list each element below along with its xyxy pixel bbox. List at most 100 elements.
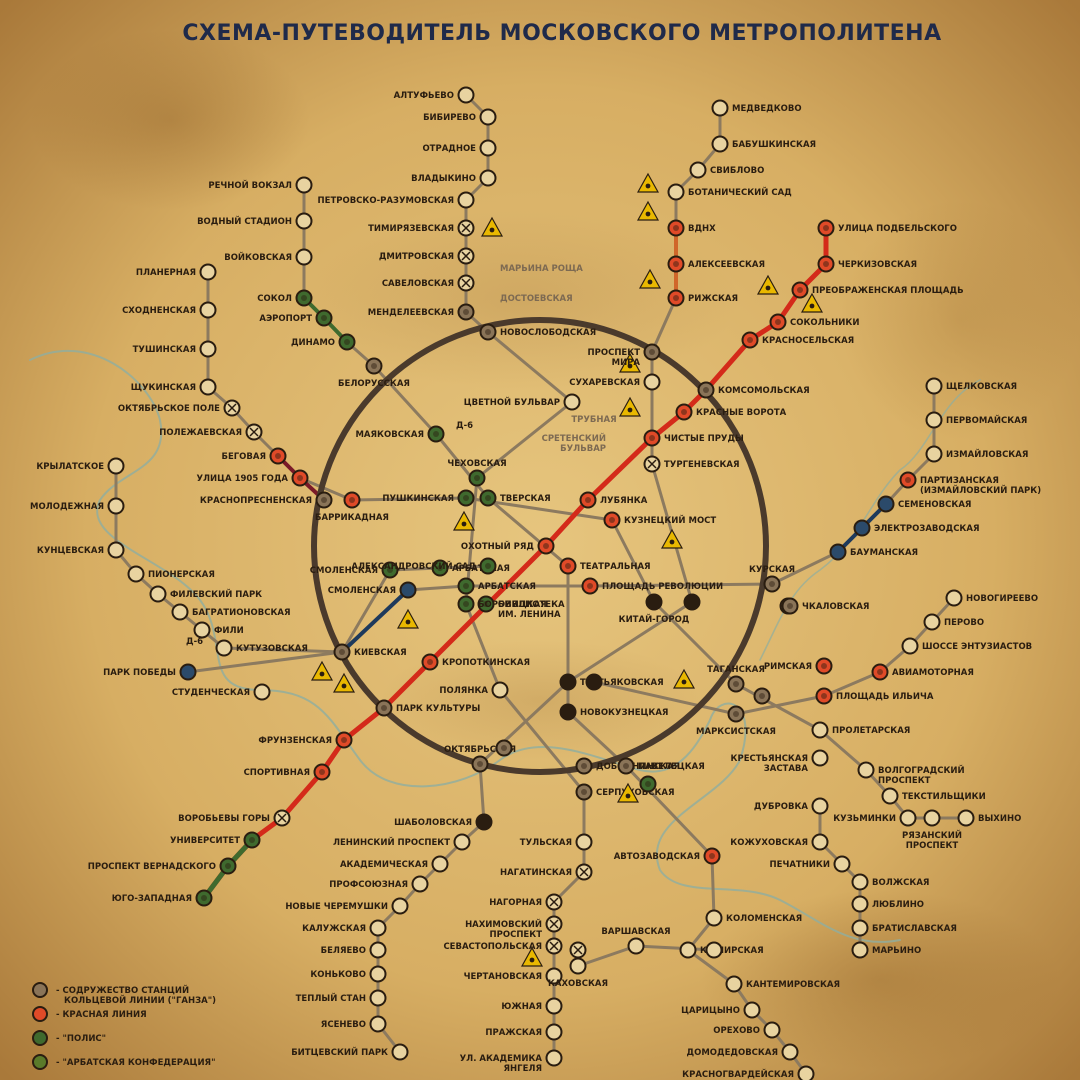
station-medvedkovo[interactable]: МЕДВЕДКОВО (711, 99, 802, 117)
station-tretyakov[interactable]: ТРЕТЬЯКОВСКАЯ (559, 673, 664, 691)
station-park_kult[interactable]: ПАРК КУЛЬТУРЫ (375, 699, 481, 717)
station-sokol[interactable]: СОКОЛ (257, 289, 313, 307)
station-universitet[interactable]: УНИВЕРСИТЕТ (170, 831, 261, 849)
station-otradnoe[interactable]: ОТРАДНОЕ (422, 139, 497, 157)
station-pl_ilyicha[interactable]: ПЛОЩАДЬ ИЛЬИЧА (815, 687, 934, 705)
station-timiryazev[interactable]: ТИМИРЯЗЕВСКАЯ (368, 219, 475, 237)
station-shchukinsk[interactable]: ЩУКИНСКАЯ (131, 378, 217, 396)
station-mendeleev[interactable]: МЕНДЕЛЕЕВСКАЯ (368, 303, 475, 321)
station-mayakovsk[interactable]: МАЯКОВСКАЯ (355, 425, 445, 443)
station-krasnopres[interactable]: КРАСНОПРЕСНЕНСКАЯ (200, 491, 333, 509)
station-varshav[interactable]: ВАРШАВСКАЯ (601, 927, 671, 955)
station-lubyanka[interactable]: ЛУБЯНКА (579, 491, 648, 509)
station-nakhimov[interactable]: НАХИМОВСКИЙ (465, 915, 563, 933)
station-bagration[interactable]: БАГРАТИОНОВСКАЯ (171, 603, 291, 621)
station-prospekt_mira[interactable]: ПРОСПЕКТ (588, 343, 661, 361)
station-borovitsk[interactable]: БОРОВИЦКАЯ (457, 595, 547, 613)
station-sportivn[interactable]: СПОРТИВНАЯ (244, 763, 331, 781)
station-smolensk2[interactable]: СМОЛЕНСКАЯ (328, 581, 417, 599)
station-rizhsk[interactable]: РИЖСКАЯ (667, 289, 739, 307)
station-prazhsk[interactable]: ПРАЖСКАЯ (485, 1023, 563, 1041)
station-okhotny[interactable]: ОХОТНЫЙ РЯД (461, 537, 555, 555)
station-krasnogvard[interactable]: КРАСНОГВАРДЕЙСКАЯ (682, 1065, 815, 1080)
station-orekhovo[interactable]: ОРЕХОВО (713, 1021, 781, 1039)
station-novogireevo[interactable]: НОВОГИРЕЕВО (945, 589, 1039, 607)
station-domodedov[interactable]: ДОМОДЕДОВСКАЯ (687, 1043, 799, 1061)
station-pushkinsk[interactable]: ПУШКИНСКАЯ (382, 489, 475, 507)
station-arbatsk2[interactable]: АРБАТСКАЯ (457, 577, 536, 595)
station-oktyabrskoe[interactable]: ОКТЯБРЬСКОЕ ПОЛЕ (118, 399, 241, 417)
station-pr_vernad[interactable]: ПРОСПЕКТ ВЕРНАДСКОГО (88, 857, 237, 875)
station-sevastop[interactable]: СЕВАСТОПОЛЬСКАЯ (443, 937, 563, 955)
station-volgograd[interactable]: ВОЛГОГРАДСКИЙ (857, 761, 965, 779)
station-vorobyovy[interactable]: ВОРОБЬЕВЫ ГОРЫ (178, 809, 291, 827)
station-alekseev[interactable]: АЛЕКСЕЕВСКАЯ (667, 255, 766, 273)
station-tushinsk[interactable]: ТУШИНСКАЯ (133, 340, 217, 358)
station-proletar[interactable]: ПРОЛЕТАРСКАЯ (811, 721, 911, 739)
station-ul1905[interactable]: УЛИЦА 1905 ГОДА (196, 469, 309, 487)
station-baumansk[interactable]: БАУМАНСКАЯ (829, 543, 919, 561)
station-vladykino[interactable]: ВЛАДЫКИНО (411, 169, 497, 187)
station-filevsky[interactable]: ФИЛЕВСКИЙ ПАРК (149, 585, 263, 603)
station-turgenev[interactable]: ТУРГЕНЕВСКАЯ (643, 455, 740, 473)
station-oktyabrsk[interactable]: ОКТЯБРЬСКАЯ (444, 745, 516, 773)
station-aviamotor[interactable]: АВИАМОТОРНАЯ (871, 663, 974, 681)
station-bitsevsky[interactable]: БИТЦЕВСКИЙ ПАРК (291, 1043, 409, 1061)
station-pl_revol[interactable]: ПЛОЩАДЬ РЕВОЛЮЦИИ (581, 577, 724, 595)
station-leninsky[interactable]: ЛЕНИНСКИЙ ПРОСПЕКТ (333, 833, 471, 851)
station-skhodnensk[interactable]: СХОДНЕНСКАЯ (122, 301, 217, 319)
station-marina_rosha[interactable]: МАРЬИНА РОЩА (500, 264, 583, 274)
station-chkalovsk[interactable]: ЧКАЛОВСКАЯ (781, 597, 870, 615)
station-tekstil[interactable]: ТЕКСТИЛЬЩИКИ (881, 787, 986, 805)
station-voykovsk[interactable]: ВОЙКОВСКАЯ (224, 248, 313, 266)
station-podbelsk[interactable]: УЛИЦА ПОДБЕЛЬСКОГО (817, 219, 957, 237)
station-kuznetsky[interactable]: КУЗНЕЦКИЙ МОСТ (603, 511, 717, 529)
station-avtozav[interactable]: АВТОЗАВОДСКАЯ (614, 847, 721, 865)
station-shabolov[interactable]: ШАБОЛОВСКАЯ (394, 813, 493, 831)
station-cherkizov[interactable]: ЧЕРКИЗОВСКАЯ (817, 255, 918, 273)
station-dmitrovsk[interactable]: ДМИТРОВСКАЯ (379, 247, 475, 265)
station-tsaritsyno[interactable]: ЦАРИЦЫНО (681, 1001, 761, 1019)
station-taganskaya[interactable]: ТАГАНСКАЯ (707, 665, 765, 693)
station-sukharev[interactable]: СУХАРЕВСКАЯ (569, 373, 661, 391)
station-sretensky[interactable]: СРЕТЕНСКИЙ (542, 432, 606, 444)
station-oktyabrsk2[interactable] (495, 739, 513, 757)
station-kashirsk[interactable]: КАШИРСКАЯ (679, 941, 764, 959)
station-pechatniki[interactable]: ПЕЧАТНИКИ (770, 855, 851, 873)
station-volzhsk[interactable]: ВОЛЖСКАЯ (851, 873, 930, 891)
station-perovo[interactable]: ПЕРОВО (923, 613, 985, 631)
station-taganskaya2[interactable] (753, 687, 771, 705)
station-yugozap[interactable]: ЮГО-ЗАПАДНАЯ (112, 889, 213, 907)
station-studench[interactable]: СТУДЕНЧЕСКАЯ (172, 683, 271, 701)
station-kropotkin[interactable]: КРОПОТКИНСКАЯ (421, 653, 531, 671)
station-kolomensk[interactable]: КОЛОМЕНСКАЯ (705, 909, 803, 927)
station-preobr[interactable]: ПРЕОБРАЖЕНСКАЯ ПЛОЩАДЬ (791, 281, 964, 299)
station-smolensk1[interactable]: СМОЛЕНСКАЯ (310, 561, 399, 579)
station-paveletsk[interactable]: ПАВЕЛЕЦКАЯ (617, 757, 705, 775)
station-petrovsko[interactable]: ПЕТРОВСКО-РАЗУМОВСКАЯ (318, 191, 475, 209)
station-semenovsk[interactable]: СЕМЕНОВСКАЯ (877, 495, 972, 513)
station-nagatinsk[interactable]: НАГАТИНСКАЯ (500, 863, 593, 881)
station-lyublino[interactable]: ЛЮБЛИНО (851, 895, 925, 913)
station-botanich[interactable]: БОТАНИЧЕСКИЙ САД (667, 183, 793, 201)
station-kakhovsk[interactable]: КАХОВСКАЯ (548, 957, 608, 990)
station-ryazansky[interactable]: РЯЗАНСКИЙ (902, 809, 962, 842)
station-sviblovo[interactable]: СВИБЛОВО (689, 161, 765, 179)
station-nov_cheremush[interactable]: НОВЫЕ ЧЕРЕМУШКИ (285, 897, 409, 915)
station-chistye[interactable]: ЧИСТЫЕ ПРУДЫ (643, 429, 745, 447)
station-maryino[interactable]: МАРЬИНО (851, 941, 922, 959)
station-chertanov[interactable]: ЧЕРТАНОВСКАЯ (464, 967, 563, 985)
station-savelovsk[interactable]: САВЕЛОВСКАЯ (382, 274, 475, 292)
station-nagornaya[interactable]: НАГОРНАЯ (489, 893, 563, 911)
station-profsoyuz[interactable]: ПРОФСОЮЗНАЯ (329, 875, 429, 893)
station-shchelkovsk[interactable]: ЩЕЛКОВСКАЯ (925, 377, 1018, 395)
station-polyanka[interactable]: ПОЛЯНКА (439, 681, 509, 699)
station-krest_zastava[interactable]: КРЕСТЬЯНСКАЯ (731, 749, 829, 767)
station-vykhino[interactable]: ВЫХИНО (957, 809, 1022, 827)
station-kuntsevsk[interactable]: КУНЦЕВСКАЯ (37, 541, 125, 559)
station-rimskaya[interactable]: РИМСКАЯ (764, 657, 833, 675)
station-izmaylovsk[interactable]: ИЗМАЙЛОВСКАЯ (925, 445, 1029, 463)
station-yuzhnaya[interactable]: ЮЖНАЯ (501, 997, 563, 1015)
station-kantemir[interactable]: КАНТЕМИРОВСКАЯ (725, 975, 841, 993)
station-dinamo[interactable]: ДИНАМО (291, 333, 356, 351)
